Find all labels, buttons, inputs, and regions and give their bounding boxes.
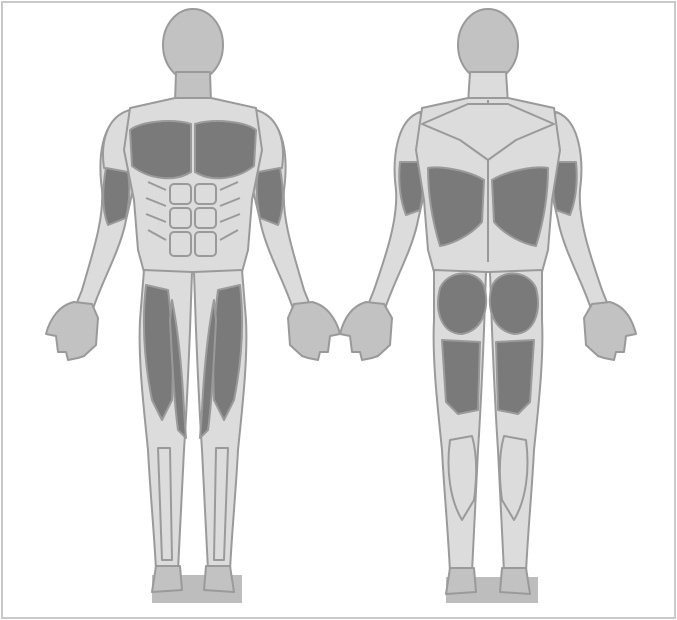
front-left-pectoral bbox=[130, 121, 191, 178]
back-left-hand bbox=[340, 302, 392, 360]
back-right-foot bbox=[500, 568, 530, 594]
front-left-bicep bbox=[103, 168, 129, 225]
front-left-hand bbox=[46, 302, 98, 360]
back-figure bbox=[340, 9, 636, 603]
back-right-glute bbox=[490, 273, 538, 334]
back-left-hamstring bbox=[442, 340, 480, 414]
front-right-hand bbox=[288, 302, 340, 360]
front-right-bicep bbox=[257, 168, 283, 225]
back-head bbox=[458, 9, 518, 81]
front-figure bbox=[46, 9, 340, 603]
front-left-foot bbox=[152, 566, 182, 592]
back-right-hand bbox=[584, 302, 636, 360]
back-left-foot bbox=[446, 568, 476, 594]
front-right-pectoral bbox=[195, 121, 256, 178]
back-left-glute bbox=[438, 273, 486, 334]
front-right-foot bbox=[204, 566, 234, 592]
back-right-hamstring bbox=[496, 340, 534, 414]
front-head bbox=[163, 9, 223, 81]
